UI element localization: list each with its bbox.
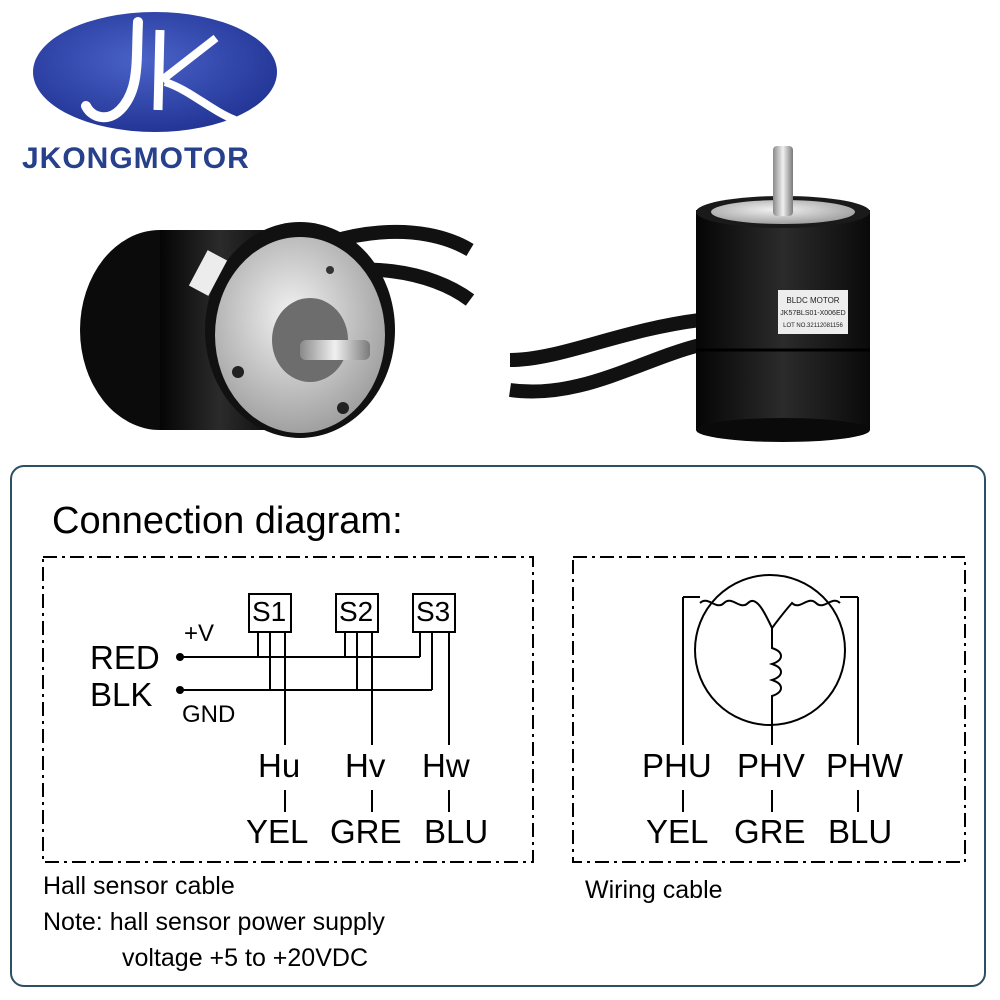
motor-standing-view: BLDC MOTOR JK57BLS01-X006ED LOT NO.32112… bbox=[509, 146, 870, 442]
wire-red-label: RED bbox=[90, 639, 160, 676]
diagram-title: Connection diagram: bbox=[52, 500, 403, 542]
jkongmotor-logo bbox=[33, 12, 277, 132]
signal-hv-label: Hv bbox=[345, 747, 386, 784]
red-terminal-dot bbox=[176, 653, 184, 661]
note-line-2: voltage +5 to +20VDC bbox=[122, 944, 368, 972]
wiring-cable-caption: Wiring cable bbox=[585, 876, 723, 904]
note-line-1: Note: hall sensor power supply bbox=[43, 908, 385, 936]
sensor-s2-label: S2 bbox=[339, 596, 374, 627]
supply-gnd-label: GND bbox=[182, 701, 236, 728]
motor-stator-circle bbox=[694, 574, 846, 726]
motor-photos: BLDC MOTOR JK57BLS01-X006ED LOT NO.32112… bbox=[80, 146, 870, 442]
phase-color-yel: YEL bbox=[646, 813, 709, 850]
hall-color-yel: YEL bbox=[246, 813, 309, 850]
signal-hu-label: Hu bbox=[258, 747, 301, 784]
motor-label-model: JK57BLS01-X006ED bbox=[780, 310, 845, 317]
hall-sensor-box bbox=[42, 556, 534, 863]
motor-side-view bbox=[80, 222, 475, 438]
blk-terminal-dot bbox=[176, 686, 184, 694]
sensor-s3-label: S3 bbox=[416, 596, 451, 627]
motor-label-title: BLDC MOTOR bbox=[786, 296, 839, 305]
sensor-s1-label: S1 bbox=[252, 596, 287, 627]
brand-name: JKONGMOTOR bbox=[22, 142, 250, 175]
wiring-box bbox=[572, 556, 966, 863]
phase-phw-label: PHW bbox=[826, 747, 903, 784]
signal-hw-label: Hw bbox=[422, 747, 470, 784]
hall-color-blu: BLU bbox=[424, 813, 489, 850]
diagram-frame bbox=[10, 465, 986, 987]
phase-phu-label: PHU bbox=[642, 747, 712, 784]
phase-phv-label: PHV bbox=[737, 747, 805, 784]
hall-cable-caption: Hall sensor cable bbox=[43, 872, 235, 900]
motor-label-lot: LOT NO.32112081156 bbox=[783, 323, 843, 329]
phase-color-gre: GRE bbox=[734, 813, 806, 850]
wire-blk-label: BLK bbox=[90, 676, 153, 713]
phase-color-blu: BLU bbox=[828, 813, 893, 850]
sensor-s3-box bbox=[412, 593, 456, 633]
supply-positive-label: +V bbox=[184, 620, 215, 647]
hall-color-gre: GRE bbox=[330, 813, 402, 850]
